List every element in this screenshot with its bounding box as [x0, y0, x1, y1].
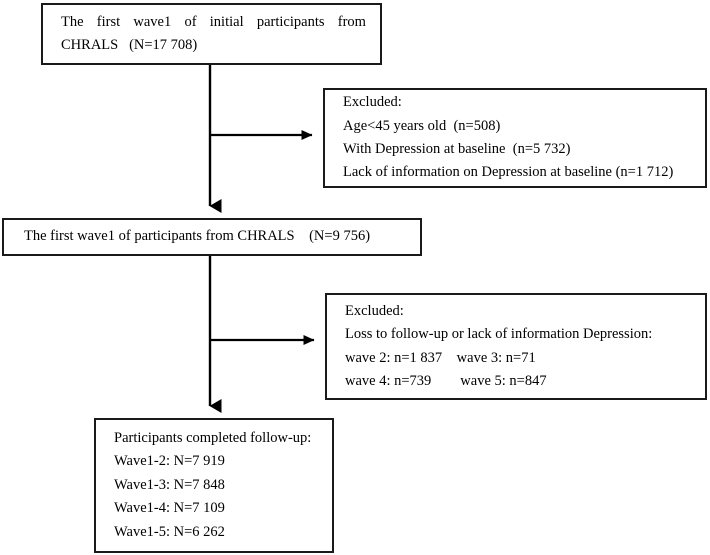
excluded-1-item-depression: With Depression at baseline (n=5 732) [343, 141, 571, 157]
initial-word-wave1: wave1 [133, 13, 172, 30]
eligible-box-text: The first wave1 of participants from CHR… [24, 228, 371, 245]
excluded-box-1: Excluded: Age<45 years old (n=508) With … [323, 88, 707, 188]
initial-box-line-2: CHRALS (N=17 708) [61, 37, 198, 53]
excluded-1-heading: Excluded: [343, 94, 402, 111]
excluded-2-item-wave45: wave 4: n=739 wave 5: n=847 [345, 372, 547, 389]
initial-word-first: first [96, 13, 121, 30]
initial-word-initial: initial [209, 13, 244, 30]
excluded-2-item-reason: Loss to follow-up or lack of information… [345, 326, 653, 343]
initial-word-the: The [61, 13, 84, 30]
initial-word-of: of [184, 13, 197, 30]
completed-item-wave1-2: Wave1-2: N=7 919 [114, 453, 225, 470]
initial-box-line-1: The first wave1 of initial participants … [43, 11, 380, 34]
completed-heading: Participants completed follow-up: [114, 429, 312, 446]
completed-item-wave1-3: Wave1-3: N=7 848 [114, 476, 225, 493]
initial-participants-box: The first wave1 of initial participants … [41, 3, 382, 65]
excluded-box-2: Excluded: Loss to follow-up or lack of i… [325, 293, 707, 400]
excluded-1-item-missing-info: Lack of information on Depression at bas… [343, 164, 674, 181]
excluded-2-item-wave23: wave 2: n=1 837 wave 3: n=71 [345, 349, 536, 366]
excluded-1-item-age: Age<45 years old (n=508) [343, 117, 501, 134]
eligible-participants-box: The first wave1 of participants from CHR… [2, 218, 422, 256]
initial-word-from: from [337, 13, 366, 30]
completed-followup-box: Participants completed follow-up: Wave1-… [94, 418, 334, 553]
excluded-2-heading: Excluded: [345, 302, 404, 319]
completed-item-wave1-5: Wave1-5: N=6 262 [114, 523, 225, 540]
completed-item-wave1-4: Wave1-4: N=7 109 [114, 500, 225, 517]
initial-word-participants: participants [256, 13, 325, 30]
